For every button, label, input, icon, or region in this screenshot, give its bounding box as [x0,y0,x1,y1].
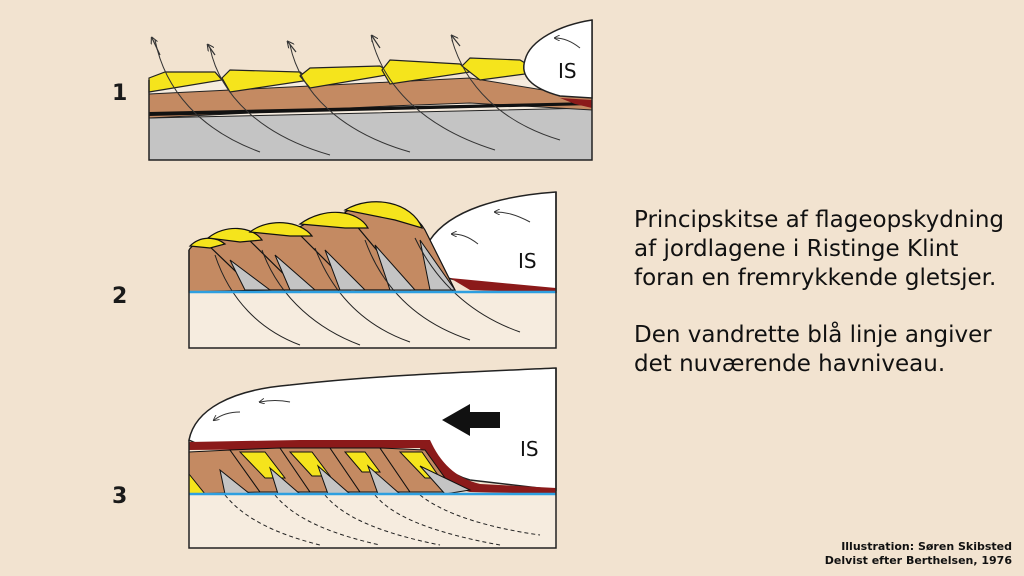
stage-1-diagram: IS [148,19,593,161]
credit-illustrator: Illustration: Søren Skibsted [841,540,1012,553]
ice-label-3: IS [520,437,539,461]
stage-number-2: 2 [112,284,128,309]
caption: Principskitse af flageopskydning af jord… [634,206,1014,407]
ice-label-2: IS [518,249,537,273]
caption-sea-level-note: Den vandrette blå linje angiver det nuvæ… [634,322,992,377]
ice-label-1: IS [558,59,577,83]
illustration-credit: Illustration: Søren Skibsted Delvist eft… [825,540,1012,568]
stage-2-diagram: IS [188,191,557,349]
ice-advance-arrow [442,404,500,436]
credit-source: Delvist efter Berthelsen, 1976 [824,554,1012,567]
stage-3-diagram: IS [188,367,557,549]
caption-description: Principskitse af flageopskydning af jord… [634,207,1005,291]
stage-number-1: 1 [112,81,128,106]
stage-number-3: 3 [112,484,128,509]
